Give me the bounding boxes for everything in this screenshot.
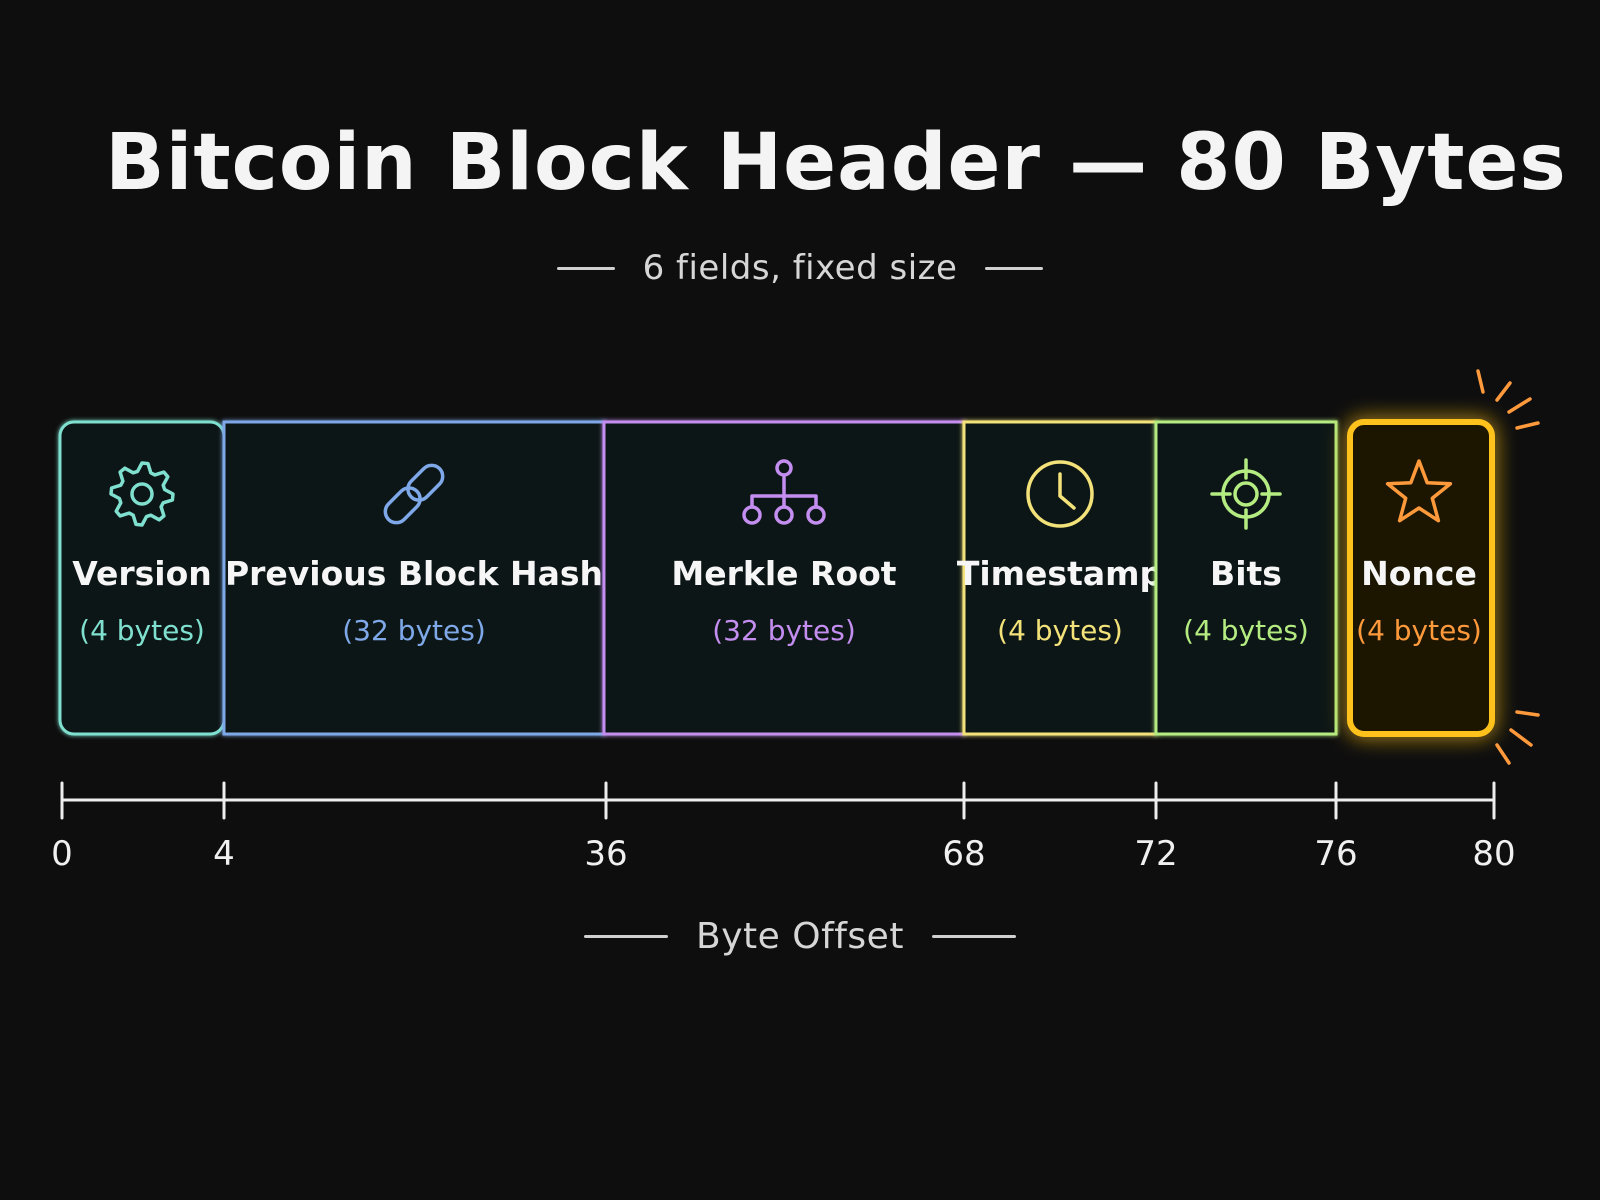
field-label-previous-block-hash: Previous Block Hash [225, 554, 603, 593]
chain-link-icon [383, 463, 445, 525]
tick-label-76: 76 [1314, 834, 1357, 874]
field-merkle-root: Merkle Root (32 bytes) [602, 420, 966, 736]
tick-label-72: 72 [1134, 834, 1177, 874]
field-label-version: Version [72, 554, 212, 593]
field-timestamp: Timestamp (4 bytes) [957, 420, 1163, 736]
axis-label-dash-right [931, 935, 1016, 938]
subtitle-row: 6 fields, fixed size [0, 248, 1600, 288]
tick-label-4: 4 [213, 834, 235, 874]
field-box-previous-block-hash [222, 420, 606, 736]
clock-icon [1026, 460, 1094, 528]
field-version: Version (4 bytes) [58, 420, 226, 736]
field-size-merkle-root: (32 bytes) [712, 614, 856, 647]
field-size-version: (4 bytes) [79, 614, 205, 647]
field-size-bits: (4 bytes) [1183, 614, 1309, 647]
diagram-subtitle: 6 fields, fixed size [642, 248, 958, 288]
axis-label-dash-left [584, 935, 669, 938]
tick-label-68: 68 [942, 834, 985, 874]
field-box-nonce [1347, 419, 1495, 737]
field-size-previous-block-hash: (32 bytes) [342, 614, 486, 647]
tree-hierarchy-icon [742, 459, 826, 525]
byte-offset-axis: 0 4 36 68 72 76 80 [51, 781, 1516, 874]
fields-layer: Version (4 bytes) Previous Block Hash (32 b… [58, 419, 1495, 737]
field-previous-block-hash: Previous Block Hash (32 bytes) [222, 420, 606, 736]
field-size-nonce: (4 bytes) [1356, 614, 1482, 647]
field-label-bits: Bits [1210, 554, 1282, 593]
field-bits: Bits (4 bytes) [1154, 420, 1338, 736]
field-box-bits [1154, 420, 1338, 736]
field-label-merkle-root: Merkle Root [671, 554, 896, 593]
tick-label-36: 36 [584, 834, 627, 874]
subtitle-dash-right [985, 266, 1044, 270]
tick-label-80: 80 [1472, 834, 1515, 874]
field-size-timestamp: (4 bytes) [997, 614, 1123, 647]
star-icon [1385, 459, 1453, 523]
axis-label: Byte Offset [696, 916, 904, 957]
target-crosshair-icon [1210, 458, 1282, 530]
gear-icon [109, 461, 175, 527]
field-nonce: Nonce (4 bytes) [1347, 419, 1495, 737]
field-label-timestamp: Timestamp [957, 554, 1163, 593]
nonce-highlight-burst [1476, 369, 1540, 765]
subtitle-dash-left [556, 266, 615, 270]
byte-offset-row: Byte Offset [0, 916, 1600, 957]
field-label-nonce: Nonce [1361, 554, 1477, 593]
tick-label-0: 0 [51, 834, 73, 874]
diagram-title: Bitcoin Block Header — 80 Bytes [105, 118, 1567, 208]
